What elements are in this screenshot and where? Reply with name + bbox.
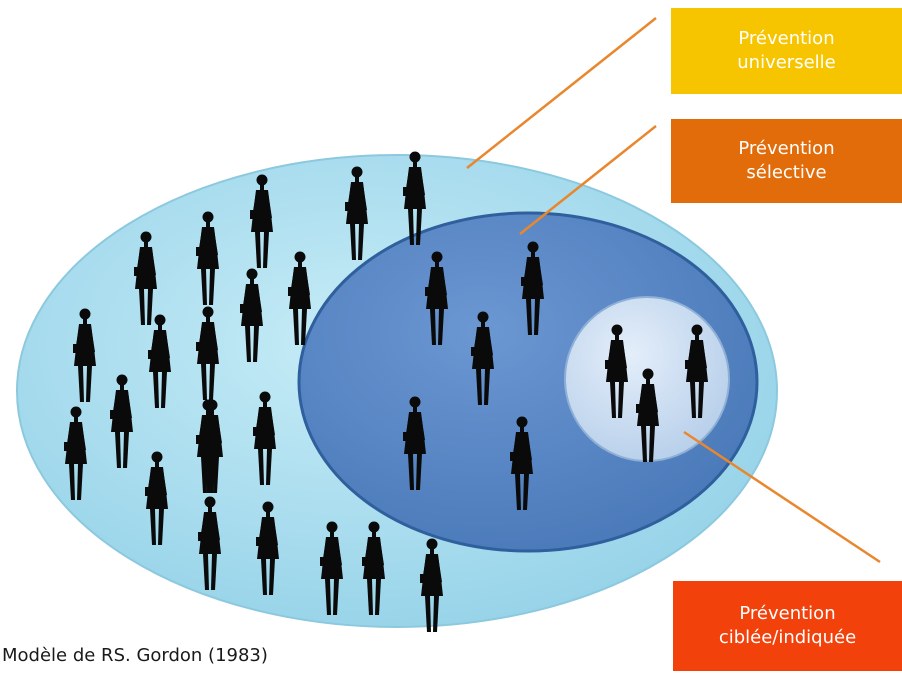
selective-prevention-box: Prévention sélective [671, 119, 902, 203]
connector-universal [466, 17, 657, 169]
universal-prevention-box: Prévention universelle [671, 8, 902, 94]
model-caption: Modèle de RS. Gordon (1983) [2, 645, 268, 666]
connector-targeted [683, 430, 881, 564]
targeted-prevention-box: Prévention ciblée/indiquée [673, 581, 902, 671]
connector-selective [519, 125, 657, 235]
